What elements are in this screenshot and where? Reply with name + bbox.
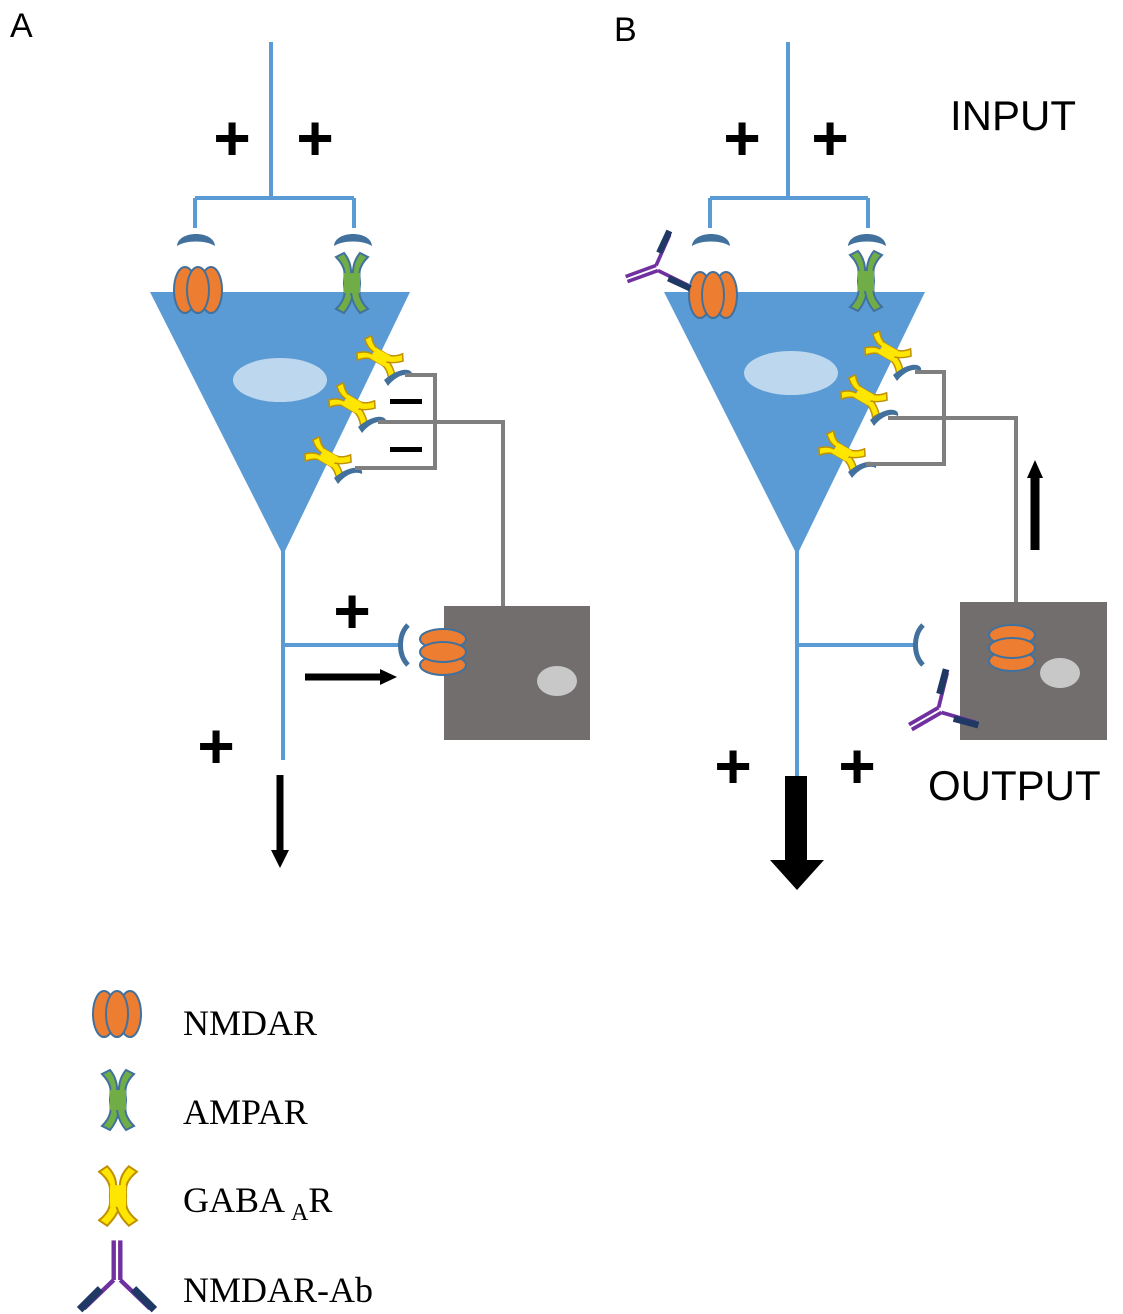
legend-nmdar-ab-label: NMDAR-Ab [183, 1270, 373, 1310]
pyramidal-neuron-b [664, 292, 925, 555]
nmdar-ab-icon [80, 1240, 155, 1309]
interneuron-b [960, 602, 1107, 740]
legend-gabaar-suffix: R [308, 1180, 332, 1220]
legend-gabaar-text: GABA [183, 1180, 285, 1220]
panel-a-label: A [10, 7, 33, 45]
synapse-cap-a1 [177, 234, 215, 246]
legend-ampar-label: AMPAR [183, 1092, 308, 1132]
pyramidal-nucleus-b [744, 351, 838, 395]
input-plus-right-a: + [296, 102, 333, 174]
legend-gabaar-sub: A [291, 1200, 309, 1226]
inhibitory-line-a2 [378, 420, 505, 607]
interneuron-nucleus-a [537, 666, 577, 696]
ampar-icon [101, 1069, 135, 1131]
legend-nmdar-label: NMDAR [183, 1003, 317, 1043]
nmdar-icon-interneuron-b [988, 624, 1036, 672]
input-label: INPUT [950, 92, 1076, 139]
synapse-cap-a2 [334, 234, 372, 246]
nmdar-icon-interneuron-a [419, 628, 467, 676]
nmdar-icon-b [688, 271, 738, 319]
gabaar-icon [98, 1165, 138, 1227]
minus-sign-a1 [390, 399, 422, 404]
minus-sign-a2 [390, 447, 422, 452]
synapse-cap-b2 [848, 234, 886, 246]
panel-b-label: B [614, 11, 637, 49]
output-label: OUTPUT [928, 762, 1101, 809]
nmdar-icon [92, 990, 142, 1038]
inhibitory-line-b2 [888, 416, 1018, 603]
pyramidal-neuron-a [150, 292, 410, 555]
panel-a: A + + + [10, 7, 590, 868]
input-plus-left-b: + [723, 102, 760, 174]
output-plus-right-b: + [838, 730, 875, 802]
synapse-cap-b1 [692, 234, 730, 246]
nmdar-icon-a [173, 266, 223, 314]
output-arrow-b [785, 776, 807, 862]
pyramidal-nucleus-a [233, 358, 327, 402]
panel-b: B INPUT + + + + [614, 11, 1107, 890]
input-plus-right-b: + [811, 102, 848, 174]
interneuron-nucleus-b [1040, 658, 1080, 688]
output-plus-left-b: + [714, 730, 751, 802]
input-plus-left-a: + [213, 102, 250, 174]
output-plus-a: + [197, 710, 234, 782]
collateral-plus-a: + [333, 575, 370, 647]
